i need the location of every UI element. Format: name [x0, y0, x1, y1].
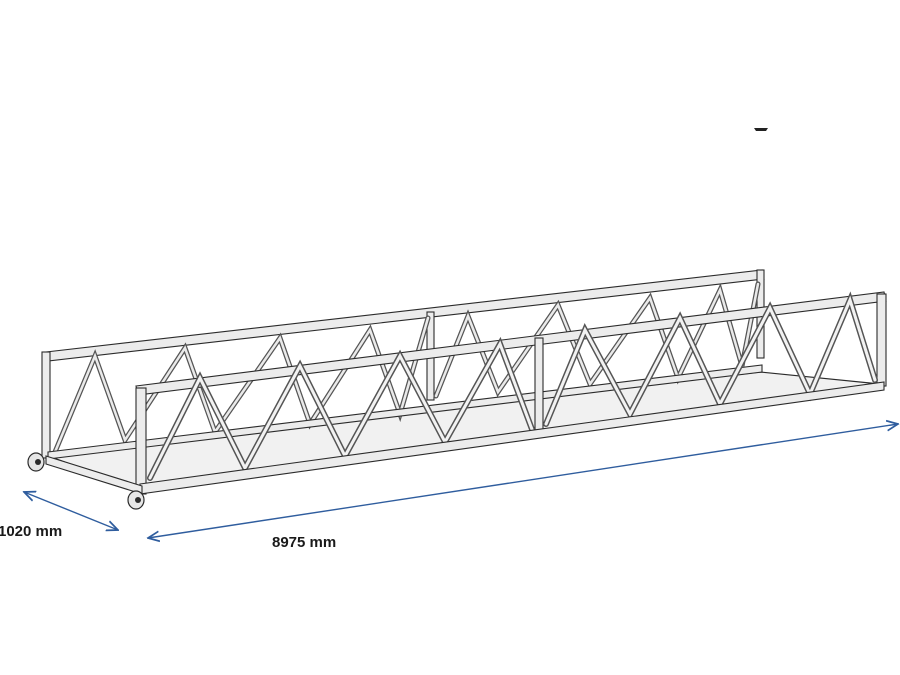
front-post-right [876, 293, 887, 387]
length-dimension-label: 8975 mm [272, 534, 336, 551]
width-dimension-label: 1020 mm [0, 523, 62, 540]
stray-mark [754, 128, 768, 131]
wheel-front [127, 490, 145, 510]
wheel-left [27, 452, 45, 472]
front-post-left [135, 387, 147, 495]
back-post-left [41, 351, 51, 459]
front-post-mid [534, 337, 544, 431]
width-dimension-line [24, 492, 118, 530]
length-dimension-line [148, 424, 898, 538]
